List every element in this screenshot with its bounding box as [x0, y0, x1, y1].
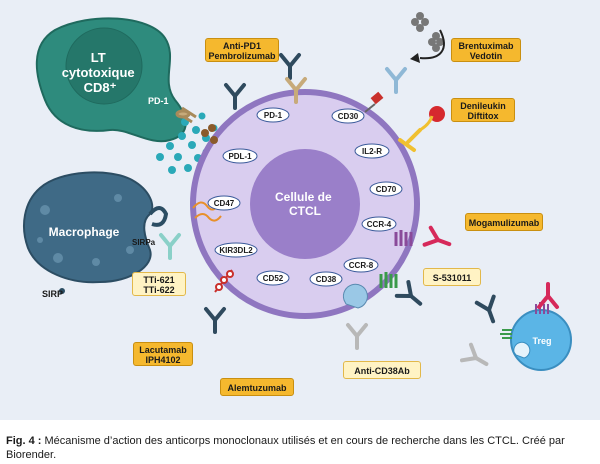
sirp-receptor-dot: [59, 288, 65, 294]
pdl1-ligand-glyph: [201, 124, 218, 144]
pd1-cell-label: PD-1: [148, 96, 169, 106]
drug-label-s531011: S-531011: [423, 268, 481, 286]
antibody-tti: [159, 233, 181, 260]
ccr4-transmembrane-glyph: [394, 230, 413, 246]
receptor-ccr8: [343, 257, 379, 273]
receptor-ccr4-label: CCR-4: [367, 220, 392, 229]
cd30-ligand-head: [370, 91, 384, 105]
receptor-cd30: [331, 108, 365, 124]
receptor-cd70: [369, 181, 403, 197]
antibody-alemtuzumab: [204, 307, 226, 334]
ccr8-transmembrane-glyph: [379, 272, 398, 288]
receptor-cd38: [309, 271, 343, 287]
cd38-pacman-glyph: [342, 283, 368, 309]
figure-panel: LT cytotoxique CD8⁺ Macrophage SIRP Cell…: [0, 0, 600, 420]
denileukin-link: [419, 115, 434, 132]
brentuximab-arrow: [419, 29, 445, 60]
sirp-label: SIRP: [42, 289, 63, 299]
brentuximab-toxin-icon: [411, 12, 444, 52]
receptor-il2r-label: IL2-R: [362, 147, 382, 156]
receptor-ccr8-label: CCR-8: [349, 261, 374, 270]
receptor-cd38-label: CD38: [316, 275, 337, 284]
receptor-cd47: [207, 195, 241, 211]
figure-caption: Fig. 4 : Mécanisme d’action des anticorp…: [6, 434, 596, 462]
antibody-treg-anticd38: [459, 342, 493, 374]
drug-label-brentuximab: Brentuximab Vedotin: [451, 38, 521, 62]
drug-label-alemtuzumab: Alemtuzumab: [220, 378, 294, 396]
sirpa-glyph: [148, 206, 169, 227]
treg-ccr8-glyph: [500, 329, 512, 339]
receptor-pdl1-label: PDL-1: [228, 152, 252, 161]
lt-cell-label: LT cytotoxique CD8⁺: [62, 50, 139, 95]
diagram-canvas: LT cytotoxique CD8⁺ Macrophage SIRP Cell…: [23, 12, 572, 374]
receptor-kir3dl2-label: KIR3DL2: [219, 246, 253, 255]
receptor-cd52-label: CD52: [263, 274, 284, 283]
treg-label: Treg: [532, 336, 551, 346]
denileukin-toxin: [429, 106, 445, 122]
drug-label-lacutamab: Lacutamab IPH4102: [133, 342, 193, 366]
caption-label: Fig. 4 :: [6, 435, 42, 447]
drug-label-anticd38: Anti-CD38Ab: [343, 361, 421, 379]
kir3dl2-glyph: [214, 269, 234, 293]
receptor-pd1-label: PD-1: [264, 111, 283, 120]
il2r-bound-ligand: [398, 128, 422, 152]
receptor-kir3dl2: [214, 242, 258, 258]
antibody-anticd38: [346, 323, 368, 350]
receptor-cd47-label: CD47: [214, 199, 235, 208]
receptor-pd1: [256, 107, 290, 123]
tumor-label: Cellule de CTCL: [275, 190, 335, 218]
drug-label-mogamulizumab: Mogamulizumab: [465, 213, 543, 231]
tumor-nucleus: [250, 149, 360, 259]
receptor-pdl1: [222, 148, 258, 164]
antibody-brentuximab: [385, 67, 407, 94]
macrophage-vesicles: [37, 194, 134, 266]
macrophage-label: Macrophage: [49, 225, 120, 239]
cd30-ligand-stem: [364, 103, 376, 113]
drug-label-antipd1: Anti-PD1 Pembrolizumab: [205, 38, 279, 62]
receptor-cd70-label: CD70: [376, 185, 397, 194]
antibody-pd1-a: [279, 53, 301, 80]
lt-cell-nucleus: [65, 27, 143, 105]
receptor-cd30-label: CD30: [338, 112, 359, 121]
caption-text: Mécanisme d’action des anticorps monoclo…: [6, 435, 565, 461]
receptor-ccr4: [361, 216, 397, 232]
receptor-cd52: [256, 270, 290, 286]
antibody-pd1-b: [224, 83, 246, 110]
antibody-s531011: [394, 280, 428, 313]
brentuximab-arrow-head: [410, 53, 420, 63]
drug-label-denileukin: Denileukin Diftitox: [451, 98, 515, 122]
receptor-il2r: [354, 143, 390, 159]
treg-pacman: [513, 341, 531, 359]
antibody-mogamulizumab: [422, 225, 455, 255]
antibody-treg-ccr4: [537, 282, 559, 309]
drug-label-tti: TTi-621 TTi-622: [132, 272, 186, 296]
sirpa-label: SIRPa: [132, 238, 156, 247]
pd1-receptor-glyph: [175, 106, 197, 124]
antibody-ccr8-tumor: [474, 294, 504, 327]
